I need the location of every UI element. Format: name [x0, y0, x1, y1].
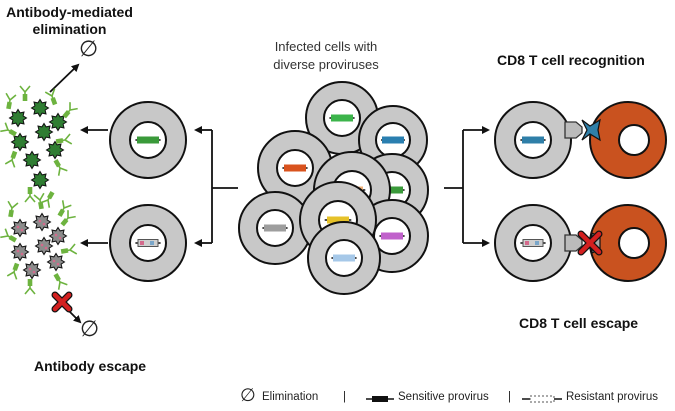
antibody-top-1	[5, 92, 17, 110]
center-title: Infected cells with diverse proviruses	[273, 39, 379, 72]
antibodies-layer	[0, 85, 78, 313]
antibody-bottom-9	[57, 200, 72, 217]
virion-resistant-5	[22, 260, 42, 280]
antibody-top-10	[19, 85, 31, 101]
antibody-top-8	[24, 187, 36, 203]
empty-set-icon-bottom: ∅	[80, 316, 100, 341]
virion-sensitive-1	[8, 108, 28, 128]
cluster-cell-9-provirus	[333, 254, 355, 262]
mhc-tcr-escape	[564, 230, 603, 256]
cells-layer	[109, 81, 667, 403]
mhc-tcr-recognition	[564, 118, 601, 142]
left-cell-sensitive	[109, 101, 187, 179]
cluster-cell-3-provirus	[284, 164, 306, 172]
cd8-cell-escape-nucleus	[618, 227, 650, 259]
cluster-cell-1-provirus	[331, 114, 353, 122]
legend-resistant: Resistant provirus	[566, 391, 659, 403]
cd8-escape-label: CD8 T cell escape	[519, 315, 639, 331]
virion-sensitive-5	[22, 150, 42, 170]
cluster-cell-2-provirus	[382, 136, 404, 144]
legend-separator-2: |	[508, 391, 511, 403]
antibody-top-7	[53, 159, 68, 176]
right-cell-resistant-provirus-resistant	[522, 239, 544, 247]
left-cell-sensitive-provirus	[137, 136, 159, 144]
cd8-recognition-label: CD8 T cell recognition	[497, 52, 645, 68]
legend-separator-1: |	[343, 391, 346, 403]
left-cell-resistant	[109, 204, 187, 282]
antibody-bottom-4	[0, 228, 17, 243]
virion-sensitive-2	[30, 98, 50, 118]
virion-resistant-2	[32, 212, 52, 232]
antibody-bottom-7	[53, 273, 68, 290]
virion-resistant-6	[48, 226, 68, 246]
mhc-tcr-recognition-mhc	[564, 121, 583, 139]
antibody-bottom-8	[24, 279, 36, 295]
antibody-bottom-1	[7, 200, 19, 218]
antibody-bottom-2	[33, 192, 45, 210]
legend-sensitive-bar	[372, 396, 388, 402]
antibody-top-2	[44, 88, 58, 106]
antibody-escape-label: Antibody escape	[34, 358, 147, 374]
left-cell-resistant-provirus-resistant	[137, 239, 159, 247]
virion-sensitive-7	[45, 140, 65, 160]
legend-icons	[366, 395, 562, 403]
empty-set-icon-top: ∅	[79, 36, 99, 61]
mhc-tcr-recognition-tcr	[581, 118, 601, 142]
virion-sensitive-4	[34, 122, 54, 142]
antibody-top-4	[0, 122, 17, 137]
arrows-layer	[49, 63, 490, 324]
antibody-top-5	[55, 133, 73, 145]
cluster-cell-9	[307, 221, 381, 295]
virion-resistant-7	[46, 252, 66, 272]
virion-sensitive-3	[10, 132, 30, 152]
mhc-tcr-escape-red-x-icon	[577, 230, 603, 256]
cd8-cell-recognition	[589, 101, 667, 179]
right-cell-sensitive	[494, 101, 572, 179]
cd8-cell-recognition-nucleus	[618, 124, 650, 156]
antibody-top-9	[40, 191, 55, 208]
antibody-top-3	[62, 102, 78, 119]
red-x-icon-antibody-escape	[51, 291, 73, 313]
cluster-cell-7-provirus	[381, 232, 403, 240]
antibody-bottom-5	[60, 243, 78, 255]
cluster-cell-4-provirus	[381, 186, 403, 194]
cd8-cell-escape	[589, 204, 667, 282]
antibody-elimination-label: Antibody-mediated elimination	[6, 4, 133, 37]
mhc-tcr-escape-mhc	[564, 234, 583, 252]
virion-resistant-1	[10, 218, 30, 238]
arrow-to-elimination	[49, 63, 80, 93]
antibody-bottom-3	[60, 210, 76, 227]
virion-resistant-3	[10, 242, 30, 262]
cluster-cell-8-provirus	[327, 216, 349, 224]
right-cell-sensitive-provirus	[522, 136, 544, 144]
legend-elimination: Elimination	[262, 391, 319, 403]
right-cell-resistant	[494, 204, 572, 282]
antibody-bottom-6	[6, 262, 20, 280]
cluster-cell-6-provirus	[264, 224, 286, 232]
legend-sensitive: Sensitive provirus	[398, 391, 489, 403]
legend-resistant-bar	[529, 395, 555, 403]
virion-resistant-4	[34, 236, 54, 256]
antibody-top-6	[4, 150, 18, 168]
virion-sensitive-6	[48, 112, 68, 132]
legend-empty-set-icon: ∅	[240, 385, 256, 405]
virion-sensitive-8	[30, 170, 50, 190]
